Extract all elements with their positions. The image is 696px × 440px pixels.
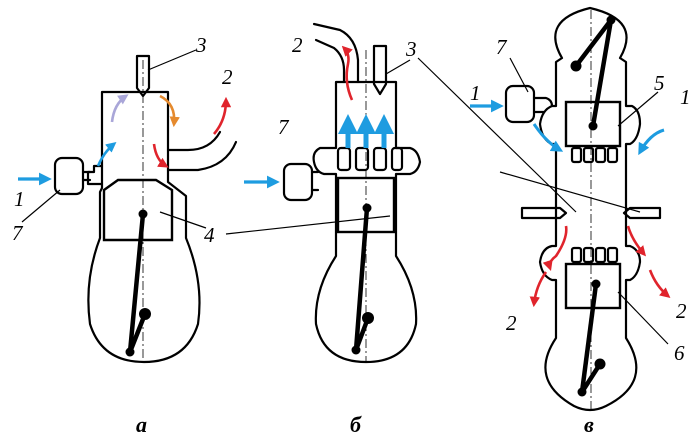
crank-journal-a xyxy=(125,347,135,357)
leader-c-5 xyxy=(617,91,659,127)
diagram-b xyxy=(225,22,422,364)
crank-c-bottom xyxy=(579,361,603,395)
caption-a: а xyxy=(136,412,147,437)
exhaust-flow-arrow-a2 xyxy=(212,96,232,135)
crank-pin-c-bottom xyxy=(594,358,606,370)
port-windows-c-bottom xyxy=(570,246,619,264)
intake-flow-arrow-a2 xyxy=(96,142,117,167)
label-c-5: 5 xyxy=(654,71,665,95)
scavenge-flow-arrow-a1 xyxy=(110,94,129,123)
diagram-c xyxy=(417,6,671,412)
label-c-1-right: 1 xyxy=(680,85,691,109)
con-rod-a xyxy=(127,211,146,355)
injector-c-right xyxy=(622,206,662,220)
leader-c-3-right xyxy=(499,171,641,213)
label-b-3: 3 xyxy=(405,37,417,61)
exhaust-flow-arrow-a1 xyxy=(152,143,169,168)
leader-a-4 xyxy=(159,211,207,229)
label-c-6: 6 xyxy=(674,341,685,365)
label-b-2: 2 xyxy=(292,33,303,57)
label-c-2-left: 2 xyxy=(506,311,517,335)
con-rod-c-bottom xyxy=(579,281,599,395)
label-b-7: 7 xyxy=(278,115,290,139)
injector-b xyxy=(372,44,388,96)
piston-pin-c-bottom xyxy=(591,279,601,289)
piston-pin-b xyxy=(362,203,372,213)
blower-a-duct xyxy=(81,170,92,182)
label-a-3: 3 xyxy=(195,33,207,57)
caption-b: б xyxy=(350,412,362,437)
crank-journal-c-bottom xyxy=(577,387,587,397)
piston-pin-c-top xyxy=(588,121,598,131)
con-rod-c-top xyxy=(590,17,614,129)
crank-c-top xyxy=(573,17,614,69)
blower-b xyxy=(282,162,314,202)
leader-c-6 xyxy=(617,291,669,345)
blower-a xyxy=(53,156,85,196)
label-c-2-right: 2 xyxy=(676,299,687,323)
crank-pin-a xyxy=(139,308,151,320)
injector-c-left xyxy=(520,206,568,220)
leader-c-3-to-injector xyxy=(417,57,577,213)
label-c-1-left: 1 xyxy=(470,81,481,105)
intake-flow-arrow-c2 xyxy=(532,123,564,152)
exhaust-flow-arrow-c2 xyxy=(529,271,548,308)
exhaust-pipe-b xyxy=(312,22,360,84)
leader-b-3 xyxy=(385,59,411,75)
port-windows-b xyxy=(336,146,404,172)
crank-a xyxy=(127,311,148,355)
exhaust-pipe-a xyxy=(166,130,238,172)
label-c-7: 7 xyxy=(496,35,508,59)
leader-c-7 xyxy=(509,57,529,93)
crank-pin-b xyxy=(362,312,374,324)
intake-flow-arrow-c3 xyxy=(638,128,665,156)
leader-b-4 xyxy=(225,215,391,235)
injector-a xyxy=(135,54,151,98)
exhaust-flow-arrow-b1 xyxy=(341,45,354,101)
crank-journal-c-top xyxy=(606,15,616,25)
leader-a-3 xyxy=(147,49,197,71)
label-a-1: 1 xyxy=(14,187,25,211)
label-a-7: 7 xyxy=(12,221,24,245)
leader-a-7 xyxy=(21,189,61,223)
blower-c-duct xyxy=(532,96,554,114)
engine-a-housing xyxy=(87,90,201,364)
exhaust-flow-arrow-c3 xyxy=(626,225,647,257)
blower-c xyxy=(504,84,536,124)
diagram-a xyxy=(18,49,238,364)
label-a-4: 4 xyxy=(204,223,215,247)
scavenge-flow-arrow-a2 xyxy=(159,94,180,128)
caption-c: в xyxy=(584,412,594,437)
exhaust-flow-arrow-c4 xyxy=(648,269,671,298)
piston-pin-a xyxy=(138,209,148,219)
port-windows-c-top xyxy=(570,146,619,164)
piston-a xyxy=(102,178,174,242)
blower-b-duct xyxy=(310,170,320,192)
intake-port-a xyxy=(86,164,104,186)
con-rod-b xyxy=(353,205,370,353)
engine-c-housing xyxy=(538,6,642,412)
exhaust-flow-arrow-c1 xyxy=(542,225,568,271)
crank-journal-b xyxy=(351,345,361,355)
label-a-2: 2 xyxy=(222,65,233,89)
crank-pin-c-top xyxy=(570,60,582,72)
